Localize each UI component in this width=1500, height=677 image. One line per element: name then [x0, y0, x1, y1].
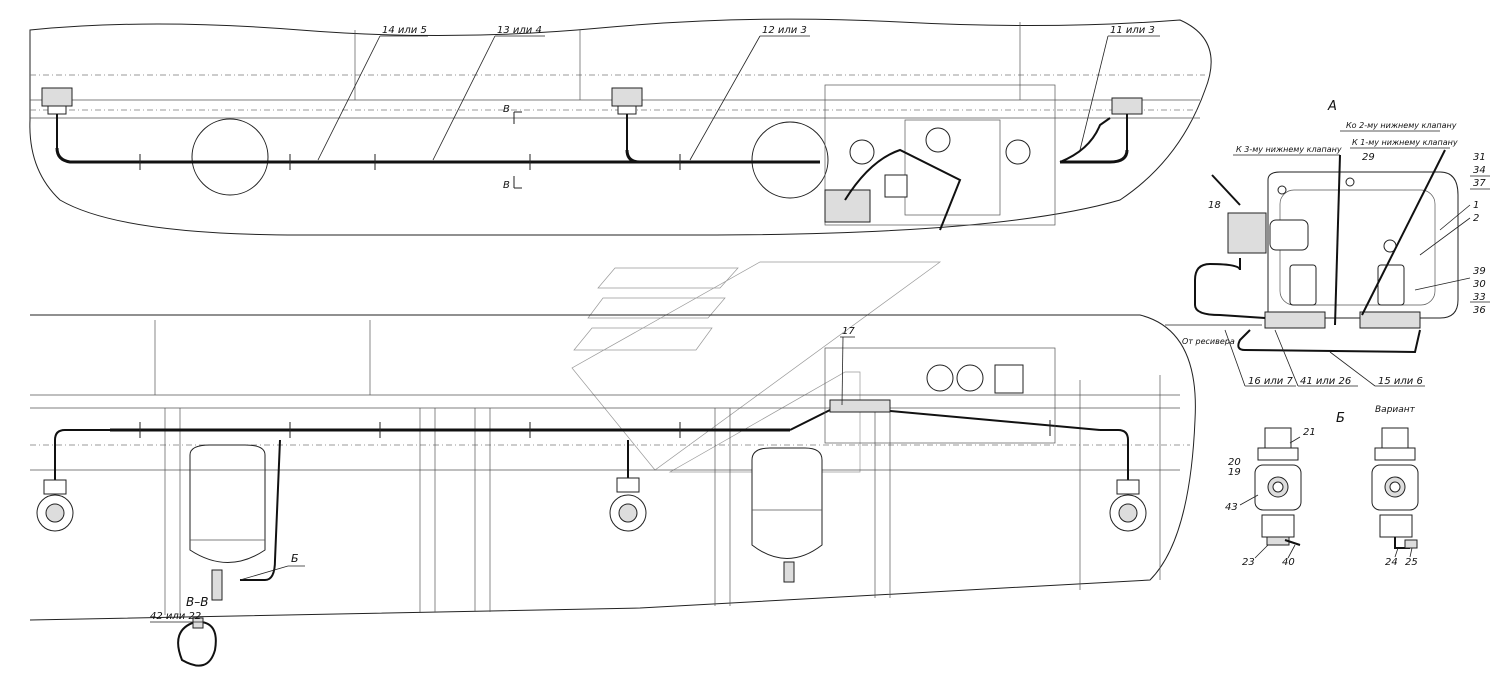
- num-20: 20: [1228, 457, 1241, 468]
- lead-from-receiver: От ресивера: [1182, 337, 1235, 346]
- num-25: 25: [1405, 557, 1418, 568]
- label-41-26: 41 или 26: [1300, 376, 1351, 387]
- control-valves-bottom: [829, 364, 1024, 413]
- cut-mark-top: В В: [503, 104, 522, 191]
- callout-12-3: 12 или 3: [762, 25, 807, 36]
- lead-3rd-valve: К 3-му нижнему клапану: [1236, 145, 1342, 154]
- label-16-7: 16 или 7: [1248, 376, 1293, 387]
- num-40: 40: [1282, 557, 1295, 568]
- callout-b: Б: [291, 552, 299, 565]
- detail-a: А К 3-му нижнему клапану Ко 2-му нижнему…: [1165, 99, 1490, 387]
- detail-b: Б 20 21 19 43 23 40 Вариант 24 25: [1225, 405, 1419, 568]
- callout-14-5: 14 или 5: [382, 25, 427, 36]
- num-43: 43: [1225, 502, 1238, 513]
- num-2: 2: [1473, 213, 1479, 224]
- num-34: 34: [1473, 165, 1486, 176]
- cut-label-top: В: [503, 104, 510, 115]
- num-29: 29: [1362, 152, 1375, 163]
- receiver-circle-2: [751, 121, 829, 199]
- num-31: 31: [1473, 152, 1486, 163]
- num-23: 23: [1242, 557, 1255, 568]
- bottom-valve-3: [1100, 429, 1147, 532]
- callout-17: 17: [842, 326, 855, 337]
- label-15-6: 15 или 6: [1378, 376, 1423, 387]
- num-21: 21: [1303, 427, 1316, 438]
- num-1: 1: [1473, 200, 1479, 211]
- lead-2nd-valve: Ко 2-му нижнему клапану: [1346, 121, 1457, 130]
- breather-valve-1: [41, 87, 73, 148]
- cut-label-bottom: В: [503, 180, 510, 191]
- receiver-circle-1: [191, 118, 269, 196]
- breather-valve-3: [1111, 97, 1143, 150]
- top-view: В В 14 или 5 13 или 4 12 или 3 11 или 3: [29, 18, 1212, 236]
- receiver-1: [189, 444, 266, 601]
- num-18: 18: [1208, 200, 1221, 211]
- num-37: 37: [1473, 178, 1486, 189]
- bottom-valve-1: [36, 429, 110, 532]
- variant-title: Вариант: [1375, 405, 1416, 415]
- bottom-valve-2: [609, 440, 647, 532]
- detail-b-title: Б: [1336, 411, 1345, 426]
- num-19: 19: [1228, 467, 1241, 478]
- num-24: 24: [1385, 557, 1398, 568]
- callout-11-3: 11 или 3: [1110, 25, 1155, 36]
- callout-42-22: 42 или 22: [150, 611, 201, 622]
- lead-1st-valve: К 1-му нижнему клапану: [1352, 138, 1458, 147]
- bottom-view: 17 Б: [29, 314, 1196, 621]
- top-callouts: 14 или 5 13 или 4 12 или 3 11 или 3: [317, 25, 1160, 161]
- detail-a-title: А: [1327, 99, 1337, 114]
- num-36: 36: [1473, 305, 1486, 316]
- receiver-2: [751, 447, 823, 583]
- callout-13-4: 13 или 4: [497, 25, 542, 36]
- section-vv: В–В 42 или 22: [150, 595, 217, 667]
- num-39: 39: [1473, 266, 1486, 277]
- breather-valve-2: [611, 87, 643, 150]
- num-33: 33: [1473, 292, 1486, 303]
- section-vv-title: В–В: [186, 595, 208, 609]
- num-30: 30: [1473, 279, 1486, 290]
- valve-block-18: [1227, 212, 1309, 254]
- main-pipe-top: [55, 147, 1129, 164]
- control-valves-top: [824, 127, 1031, 223]
- bottom-callouts: 17 Б: [239, 326, 855, 581]
